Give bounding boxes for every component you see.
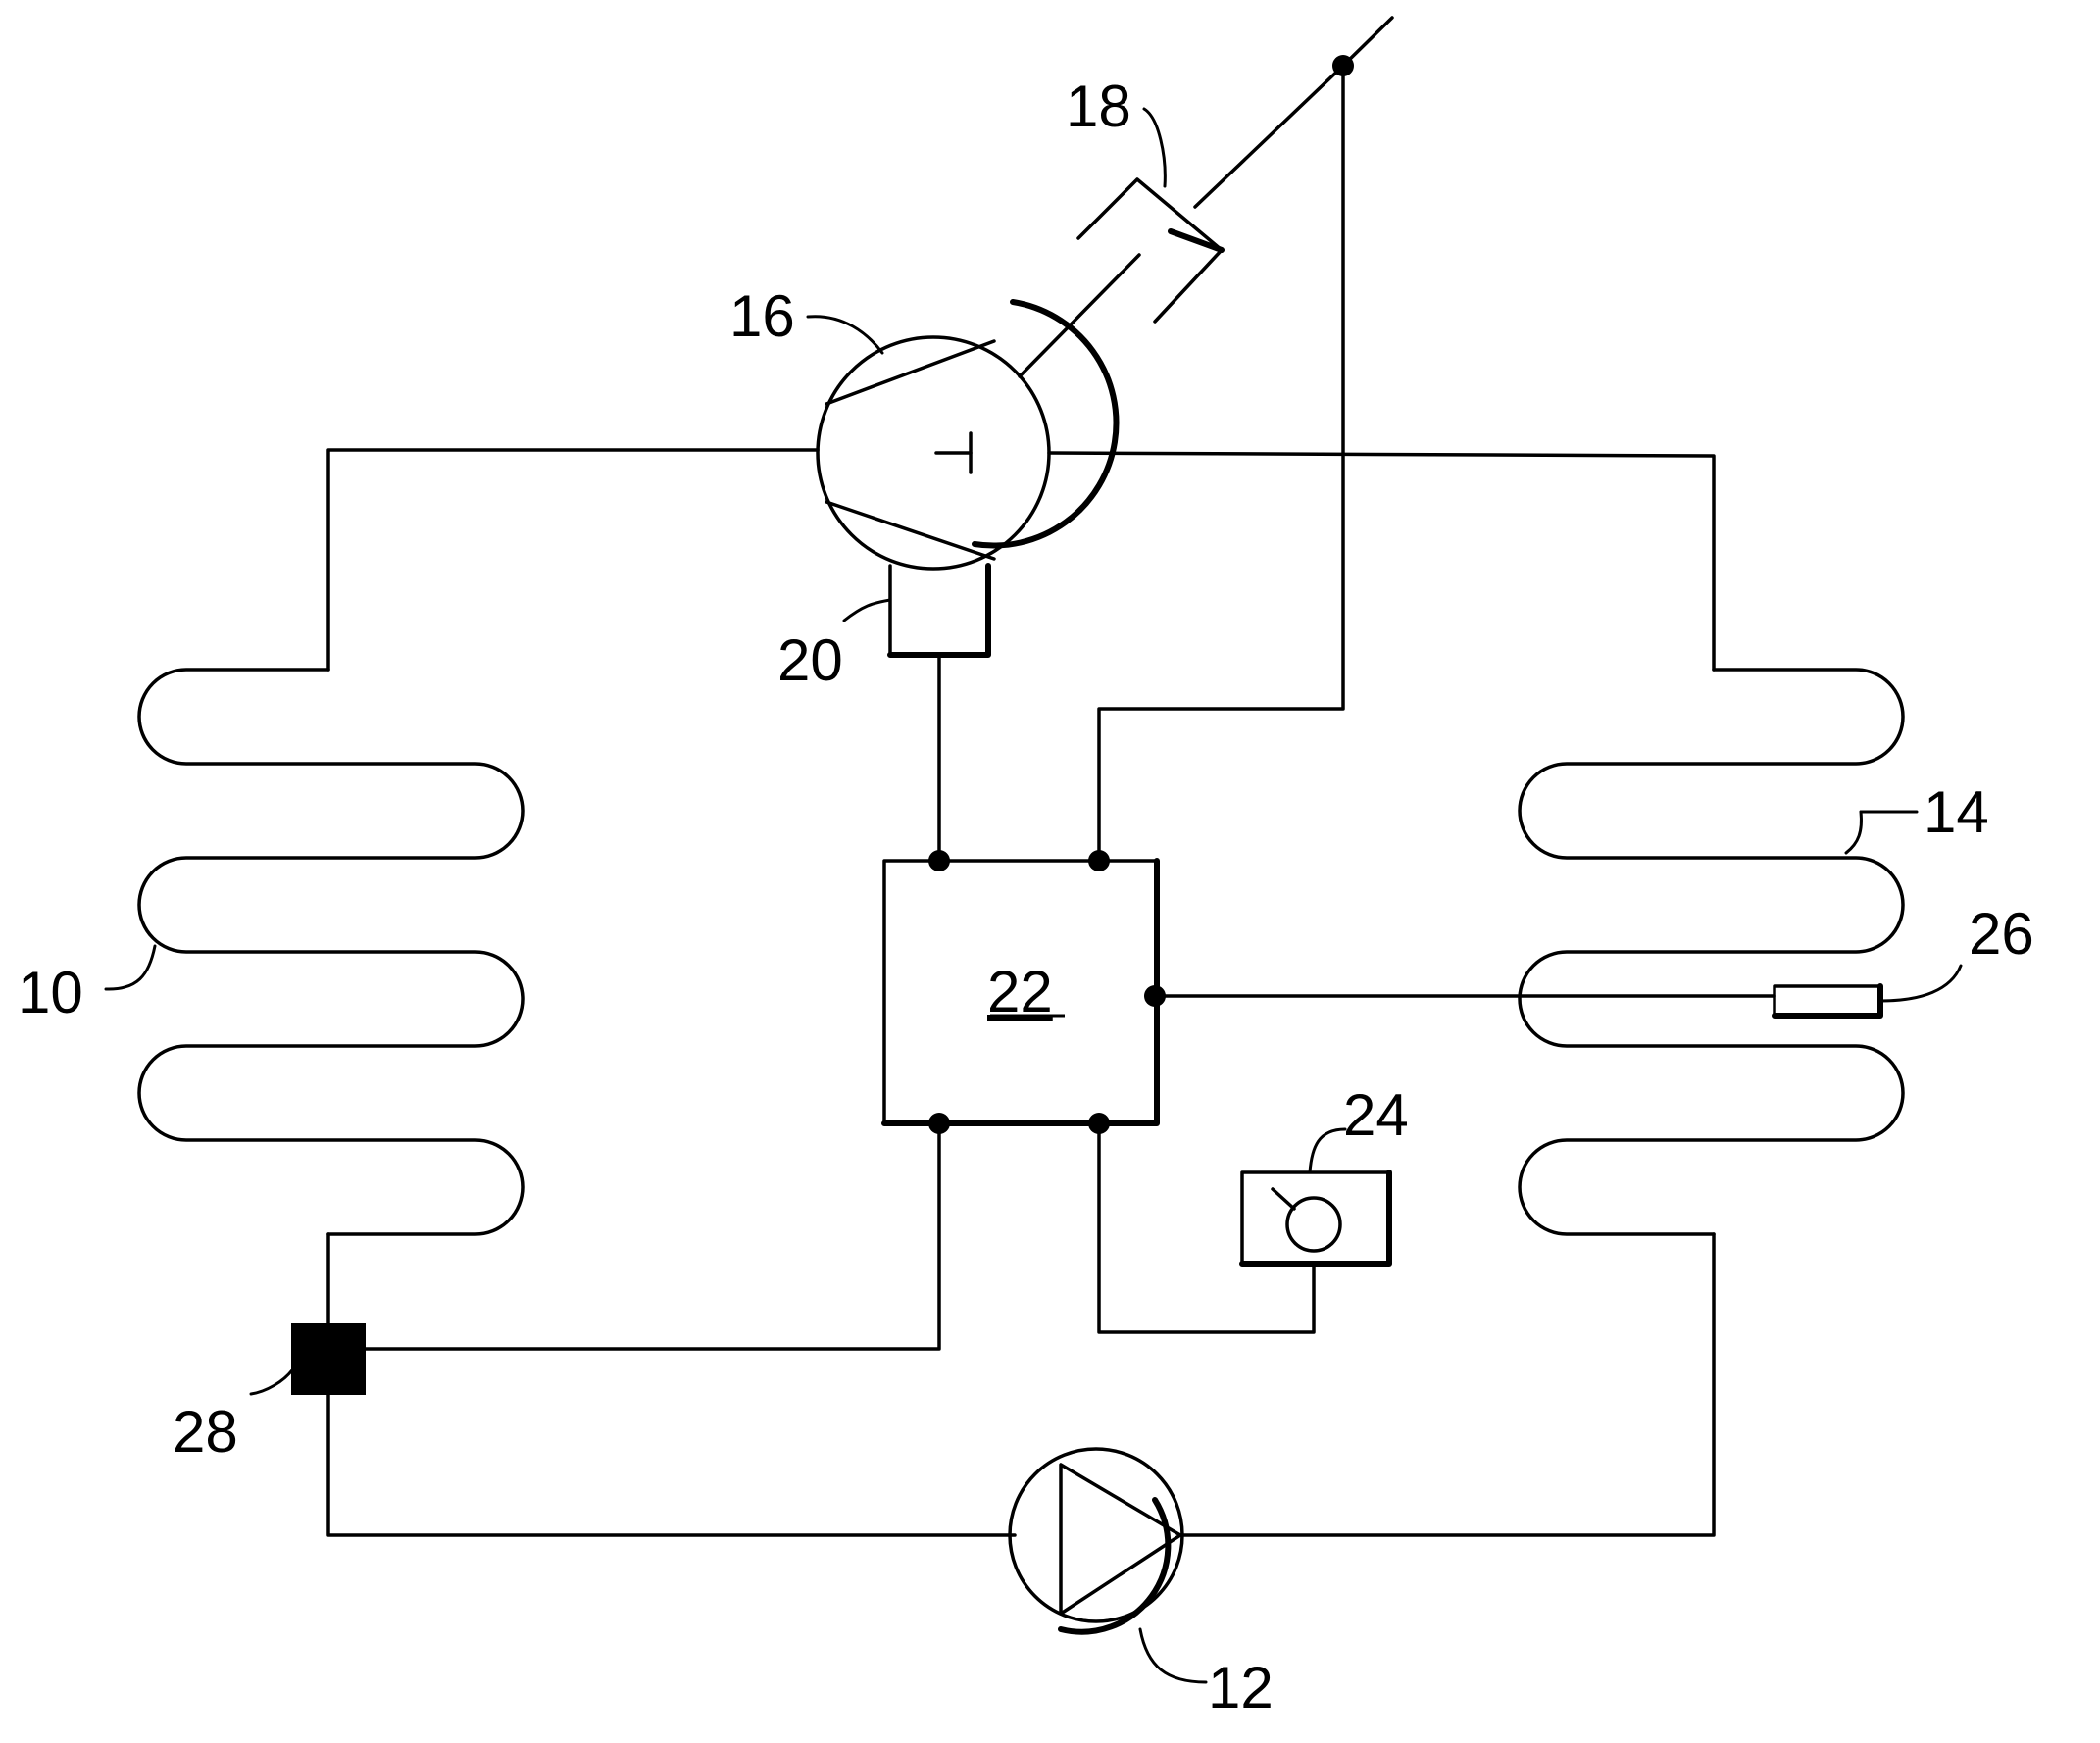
sensor [1242,1172,1389,1264]
pipe-left-lower [328,1234,1015,1535]
leader-16 [808,317,882,353]
label-20: 20 [777,627,843,693]
label-18: 18 [1066,74,1131,139]
label-16: 16 [729,283,795,349]
leader-18 [1144,109,1165,186]
motor [890,566,988,655]
leader-26 [1880,966,1961,1001]
label-12: 12 [1208,1655,1274,1720]
valve [818,302,1116,569]
wire-controller-sensor [1099,1123,1314,1332]
junction-dot [1332,55,1354,76]
label-14: 14 [1924,779,1989,845]
pipe-right-upper [1049,453,1714,670]
label-28: 28 [173,1399,238,1465]
temp-probe [1775,986,1880,1016]
label-10: 10 [18,960,83,1025]
block [291,1323,366,1395]
label-24: 24 [1343,1082,1409,1148]
pipe-left-upper [328,450,818,670]
pipe-right-lower [1181,1234,1714,1535]
pump [1010,1449,1182,1632]
wire-junction-controller [1099,66,1343,861]
leader-10 [106,946,155,989]
leader-20 [844,600,890,621]
leader-28 [251,1368,294,1394]
label-26: 26 [1969,901,2034,967]
wire-controller-block [365,1123,939,1349]
leader-12 [1140,1629,1206,1682]
evaporator-coil [1520,670,1903,1234]
condenser-coil [139,670,523,1234]
leader-24 [1310,1129,1345,1172]
leader-14 [1846,812,1861,853]
